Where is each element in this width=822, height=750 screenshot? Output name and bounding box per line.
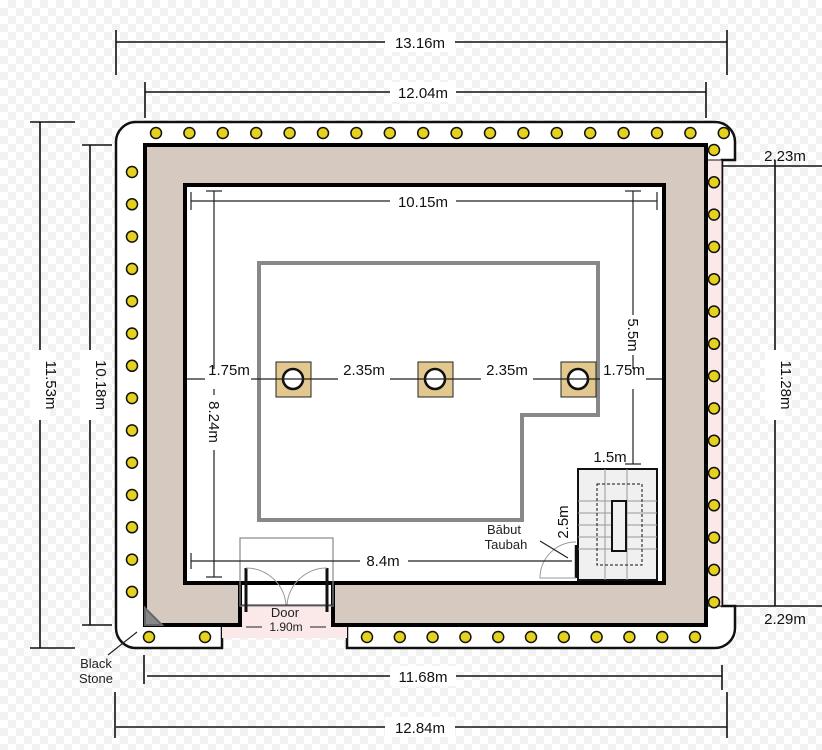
lamp-icon [550,126,564,140]
lamp-icon [426,630,439,644]
lamp-icon [125,198,139,211]
lamp-icon [650,126,664,140]
lamp-icon [491,630,505,644]
dim-stair-length: 2.5m [555,505,572,538]
lamp-icon [360,630,374,644]
dim-door-to-stair: 8.4m [366,553,399,570]
lamp-icon [125,294,139,308]
lamp-icon [216,126,230,140]
lamp-icon [707,595,721,609]
dimension-lines [30,30,822,738]
lamp-icon [707,434,721,447]
dim-pillar-gap-right: 1.75m [603,362,645,379]
lamp-icon [557,630,571,644]
lamp-icon [707,240,721,254]
lamp-icon [393,630,407,644]
lamp-icon [707,337,721,351]
lamp-icon [707,369,721,383]
lamp-icon [590,630,603,644]
stair-tower [539,468,658,581]
dim-pillar-gap-2: 2.35m [486,362,528,379]
dim-wall-left: 10.18m [92,360,109,410]
lamp-icon [125,521,139,534]
lamp-icon [198,630,212,644]
lamp-icon [623,630,636,644]
dim-wall-bottom: 11.68m [399,669,448,686]
door-opening [242,585,331,605]
dim-pillar-gap-left: 1.75m [208,362,250,379]
lamps [125,126,731,644]
lamp-icon [707,305,721,318]
door-frame [239,537,334,607]
lamp-icon [350,126,363,140]
black-stone-label: Stone [79,671,113,686]
babut-taubah-label: Bābut [487,522,521,537]
dim-pillar-gap-1: 2.35m [343,362,385,379]
dim-outer-bottom: 12.84m [395,720,445,737]
lamp-icon [707,143,721,157]
lamp-icon [125,359,139,373]
dim-inner-depth: 8.24m [205,401,222,443]
lamp-icon [617,126,630,140]
lamp-icon [524,630,538,644]
door-label: Door [271,605,300,620]
black-stone-icon [144,605,165,626]
lamp-icon [707,499,721,512]
lamp-icon [583,126,597,140]
lamp-icon [717,126,731,140]
lamp-icon [707,531,721,544]
dim-outer-top: 13.16m [395,35,445,52]
dim-pillar-to-back: 5.5m [624,318,641,351]
lamp-icon [125,456,139,469]
lamp-icon [125,327,139,340]
lamp-icon [149,126,163,140]
lamp-icon [125,488,139,502]
black-stone-label: Black [80,656,112,671]
lamp-icon [142,630,156,644]
lamp-icon [688,630,702,644]
lamp-icon [183,126,196,140]
lamp-icon [383,126,397,140]
lamp-icon [707,208,721,221]
lamp-icon [283,126,296,140]
lamp-icon [459,630,472,644]
dim-right-bottom: 2.29m [764,611,806,628]
lamp-icon [125,262,139,276]
lamp-icon [316,126,330,140]
dim-outer-left: 11.53m [42,361,59,410]
dim-inner-width: 10.15m [398,194,448,211]
lamp-icon [684,126,697,140]
lamp-icon [707,176,721,189]
door-width-label: 1.90m [269,620,302,634]
lamp-icon [125,585,139,599]
lamp-icon [125,391,139,405]
lamp-icon [655,630,669,644]
door-swing [245,567,328,606]
lamp-icon [125,165,139,179]
lamp-icon [707,563,721,577]
lamp-icon [517,126,530,140]
dim-wall-top: 12.04m [398,85,448,102]
lamp-icon [125,230,139,243]
lamp-icon [249,126,263,140]
lamp-icon [450,126,463,140]
dim-stair-width: 1.5m [593,449,626,466]
lamp-icon [707,272,721,286]
dim-right-top: 2.23m [764,148,806,165]
lamp-icon [125,424,139,437]
lamp-icon [483,126,497,140]
lamp-icon [707,402,721,415]
lamp-icon [707,466,721,480]
babut-taubah-label: Taubah [485,537,528,552]
dim-outer-right: 11.28m [777,361,794,410]
lamp-icon [416,126,430,140]
inner-roof-outline [257,261,600,522]
lamp-icon [125,553,139,566]
